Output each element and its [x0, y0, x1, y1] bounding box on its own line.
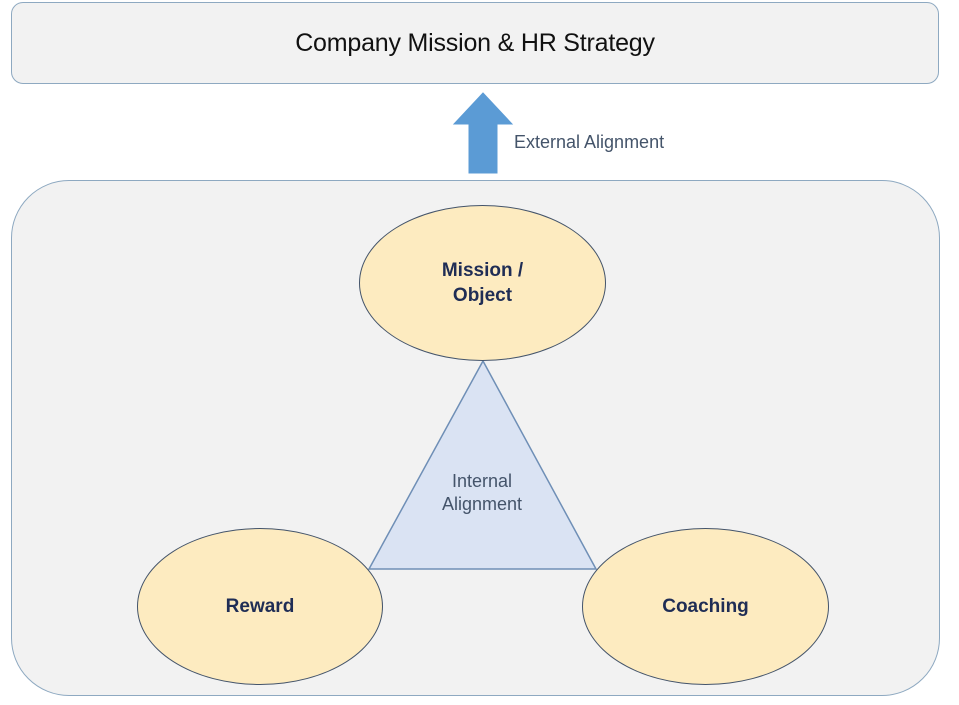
- internal-alignment-line1: Internal: [451, 471, 513, 491]
- mission-label-line2: Object: [452, 285, 513, 306]
- reward-node: Reward: [137, 528, 383, 685]
- mission-label-line1: Mission /: [441, 260, 524, 281]
- strategy-title: Company Mission & HR Strategy: [295, 28, 655, 57]
- internal-alignment-label: Internal Alignment: [400, 470, 564, 516]
- internal-alignment-line2: Alignment: [441, 494, 523, 514]
- external-alignment-label: External Alignment: [514, 132, 665, 152]
- coaching-label: Coaching: [662, 596, 749, 617]
- strategy-box: Company Mission & HR Strategy: [11, 2, 939, 84]
- mission-object-node: Mission / Object: [359, 205, 606, 361]
- mission-object-label: Mission / Object: [442, 258, 523, 308]
- reward-label: Reward: [225, 596, 295, 617]
- internal-alignment-triangle: [367, 359, 598, 570]
- coaching-node: Coaching: [582, 528, 829, 685]
- up-arrow-icon: [452, 92, 514, 174]
